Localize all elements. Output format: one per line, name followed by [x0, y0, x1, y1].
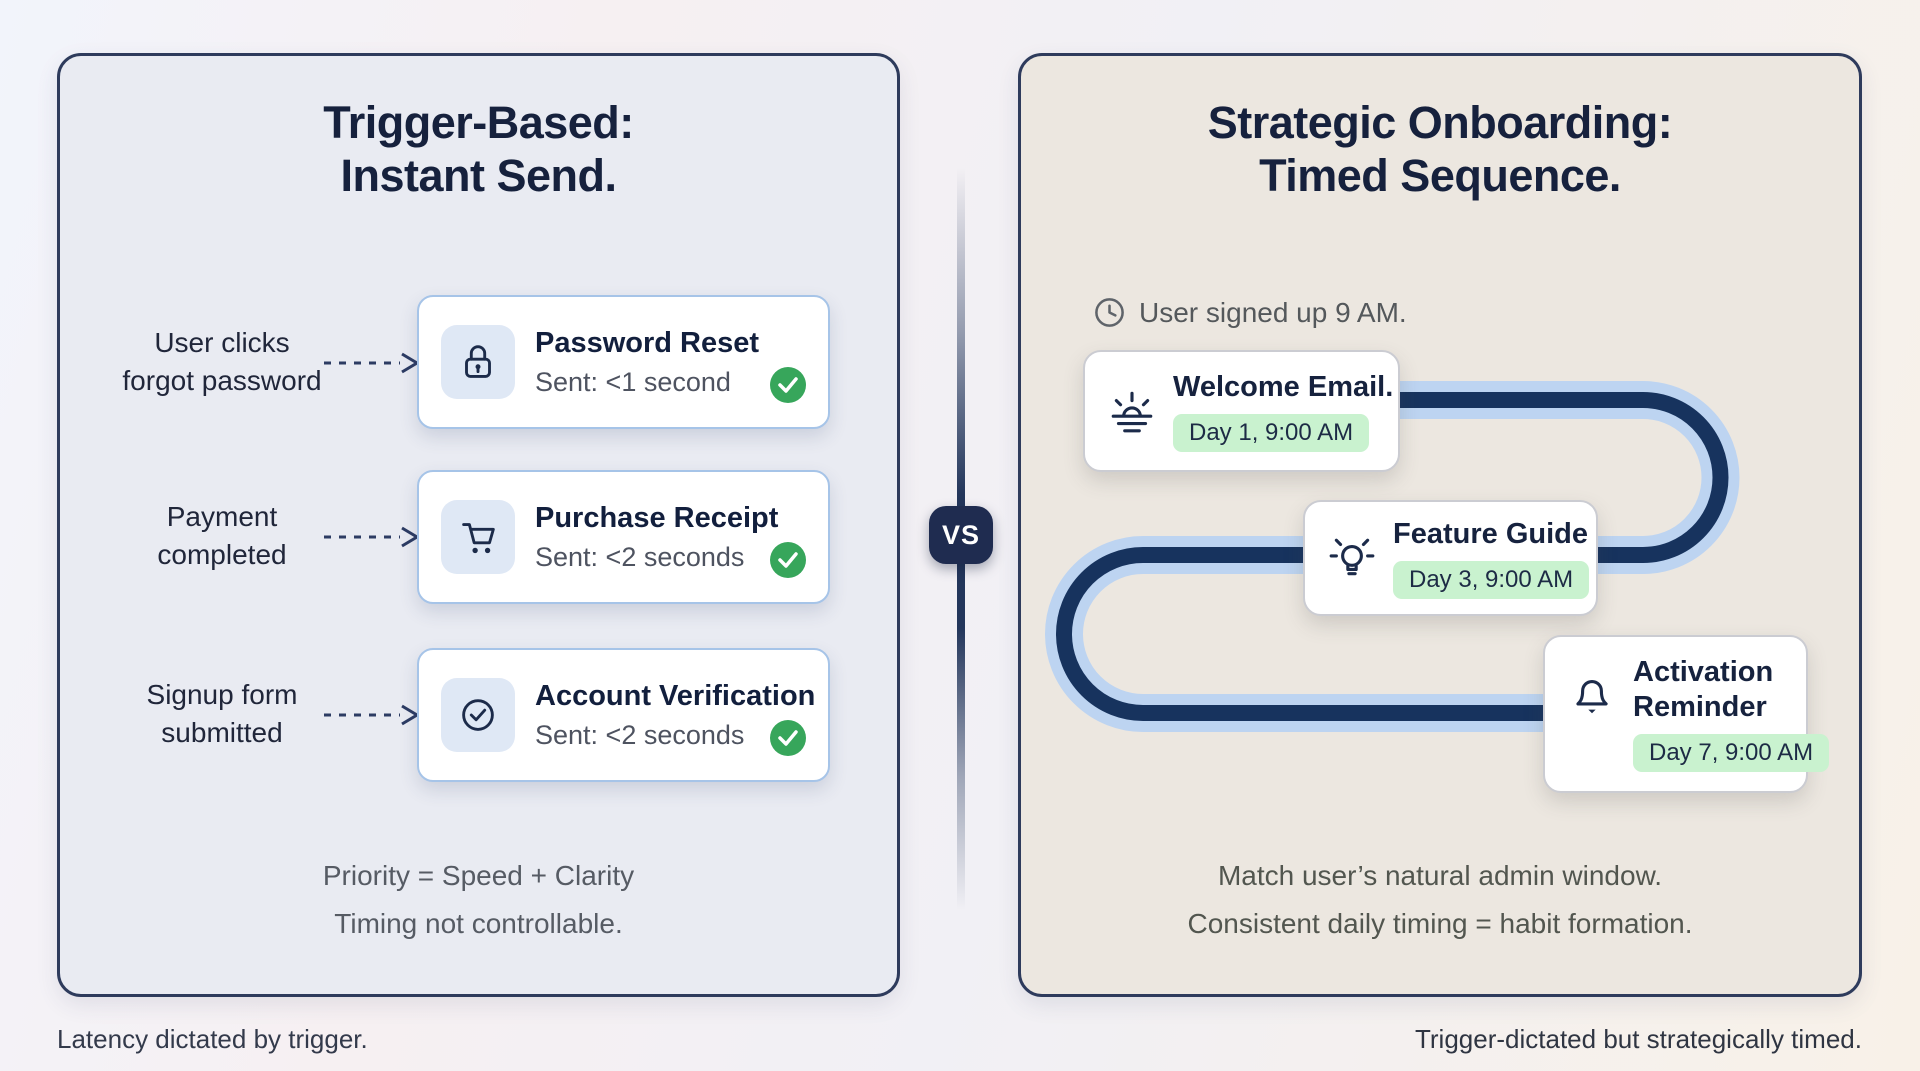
right-panel-footer: Match user’s natural admin window. Consi…: [1021, 852, 1859, 948]
right-caption: Trigger-dictated but strategically timed…: [1414, 1024, 1862, 1054]
check-circle-icon: [462, 699, 494, 731]
trigger-text: submitted: [161, 717, 283, 748]
right-title-line2: Timed Sequence.: [1259, 150, 1621, 202]
right-title-line1: Strategic Onboarding:: [1207, 97, 1673, 148]
icon-tile: [441, 678, 515, 752]
lock-icon: [465, 345, 491, 378]
card-subtitle: Sent: <2 seconds: [535, 541, 745, 572]
dashed-arrow-icon: [324, 526, 420, 548]
icon-tile: [441, 325, 515, 399]
email-card-purchase-receipt: Purchase Receipt Sent: <2 seconds: [417, 470, 830, 604]
signup-context-row: User signed up 9 AM.: [1093, 296, 1407, 329]
left-caption: Latency dictated by trigger.: [57, 1024, 368, 1054]
trigger-label-payment: Payment completed: [72, 498, 372, 574]
sunrise-icon: [1107, 386, 1157, 436]
trigger-text: Signup form: [146, 679, 298, 710]
step-title: Welcome Email.: [1173, 371, 1394, 404]
trigger-text: forgot password: [122, 365, 322, 396]
card-title: Account Verification: [535, 679, 816, 712]
footer-line: Priority = Speed + Clarity: [322, 860, 635, 891]
card-title: Purchase Receipt: [535, 501, 779, 534]
trigger-label-forgot-password: User clicks forgot password: [72, 324, 372, 400]
trigger-text: User clicks: [154, 327, 290, 358]
left-panel-footer: Priority = Speed + Clarity Timing not co…: [60, 852, 897, 948]
footer-line: Consistent daily timing = habit formatio…: [1187, 908, 1693, 939]
left-title-line2: Instant Send.: [340, 150, 617, 202]
card-title: Password Reset: [535, 326, 760, 359]
trigger-based-panel: Trigger-Based: Instant Send. User clicks…: [57, 53, 900, 997]
shopping-cart-icon: [462, 523, 495, 554]
dashed-arrow-icon: [324, 704, 420, 726]
success-check-icon: [770, 720, 806, 756]
step-card-activation-reminder: Activation Reminder Day 7, 9:00 AM: [1543, 635, 1830, 793]
email-card-password-reset: Password Reset Sent: <1 second: [417, 295, 830, 429]
left-panel-title: Trigger-Based: Instant Send.: [60, 96, 897, 202]
step-title: Activation Reminder: [1633, 656, 1774, 723]
lightbulb-icon: [1327, 533, 1377, 583]
footer-line: Timing not controllable.: [334, 908, 623, 939]
clock-icon: [1095, 298, 1124, 327]
trigger-text: completed: [157, 539, 287, 570]
icon-tile: [441, 500, 515, 574]
trigger-text: Payment: [166, 501, 278, 532]
vs-badge: VS: [929, 506, 993, 564]
step-title: Feature Guide: [1393, 518, 1588, 551]
step-card-feature-guide: Feature Guide Day 3, 9:00 AM: [1303, 500, 1598, 616]
card-subtitle: Sent: <2 seconds: [535, 719, 745, 750]
step-card-welcome-email: Welcome Email. Day 1, 9:00 AM: [1083, 350, 1400, 472]
strategic-onboarding-panel: Strategic Onboarding: Timed Sequence. Us…: [1018, 53, 1862, 997]
step-schedule-badge: Day 3, 9:00 AM: [1393, 560, 1590, 599]
step-schedule-badge: Day 1, 9:00 AM: [1173, 413, 1370, 452]
success-check-icon: [770, 542, 806, 578]
success-check-icon: [770, 367, 806, 403]
left-title-line1: Trigger-Based:: [323, 97, 634, 148]
bell-icon: [1567, 669, 1617, 719]
right-panel-title: Strategic Onboarding: Timed Sequence.: [1021, 96, 1859, 202]
card-subtitle: Sent: <1 second: [535, 366, 731, 397]
footer-line: Match user’s natural admin window.: [1217, 860, 1663, 891]
dashed-arrow-icon: [324, 352, 420, 374]
signup-context-text: User signed up 9 AM.: [1139, 296, 1407, 328]
step-schedule-badge: Day 7, 9:00 AM: [1633, 733, 1830, 772]
trigger-label-signup: Signup form submitted: [72, 676, 372, 752]
email-card-account-verification: Account Verification Sent: <2 seconds: [417, 648, 830, 782]
